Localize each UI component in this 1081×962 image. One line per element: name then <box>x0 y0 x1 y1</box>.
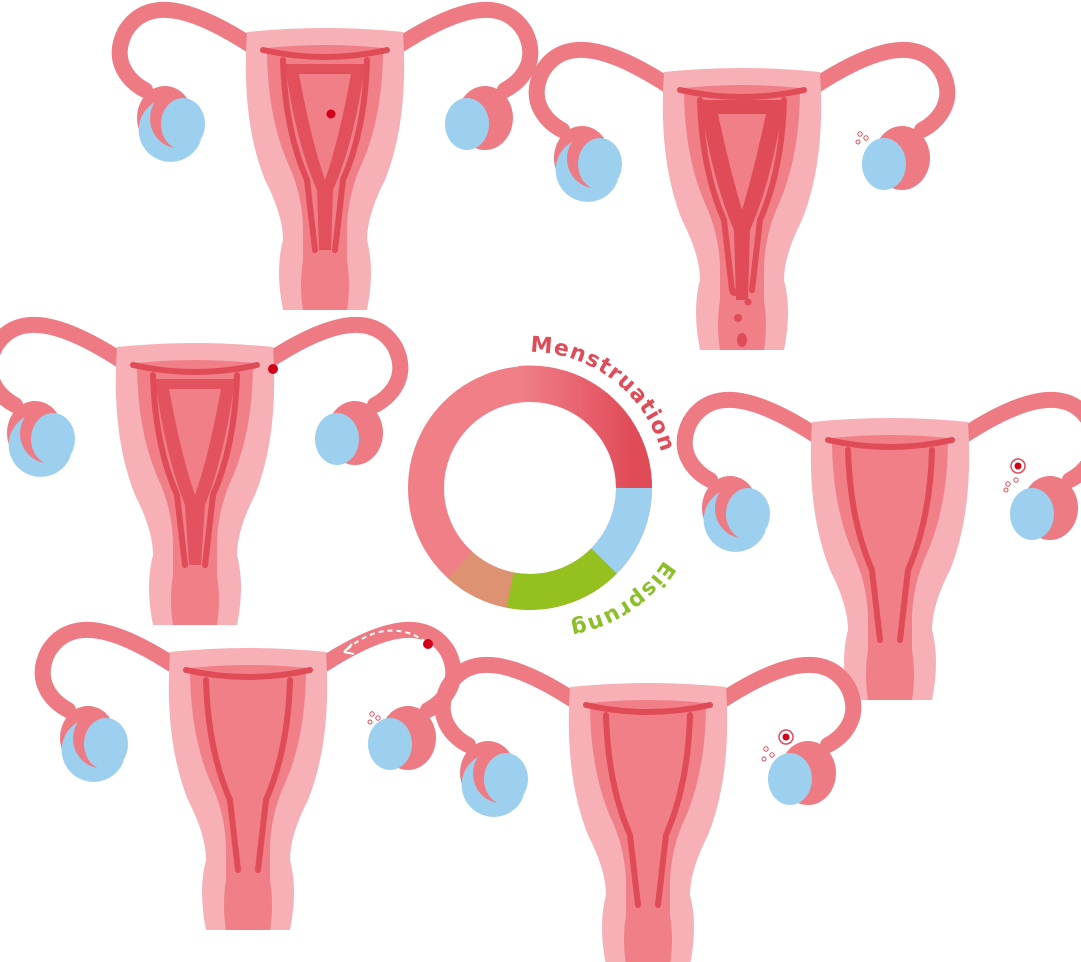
egg-marker <box>327 110 336 119</box>
egg-marker <box>268 364 278 374</box>
cycle-ring <box>426 384 634 592</box>
uterus-stage-4 <box>685 400 1081 700</box>
egg-marker <box>423 639 433 649</box>
uterus-stage-1 <box>120 10 531 310</box>
uterus-stage-5 <box>43 630 454 930</box>
egg-in-ovary <box>1004 459 1025 492</box>
follicles <box>856 132 868 144</box>
uterus-stage-3 <box>0 325 400 625</box>
uterus-stage-6 <box>443 665 854 962</box>
uterus-stage-2 <box>537 50 948 350</box>
